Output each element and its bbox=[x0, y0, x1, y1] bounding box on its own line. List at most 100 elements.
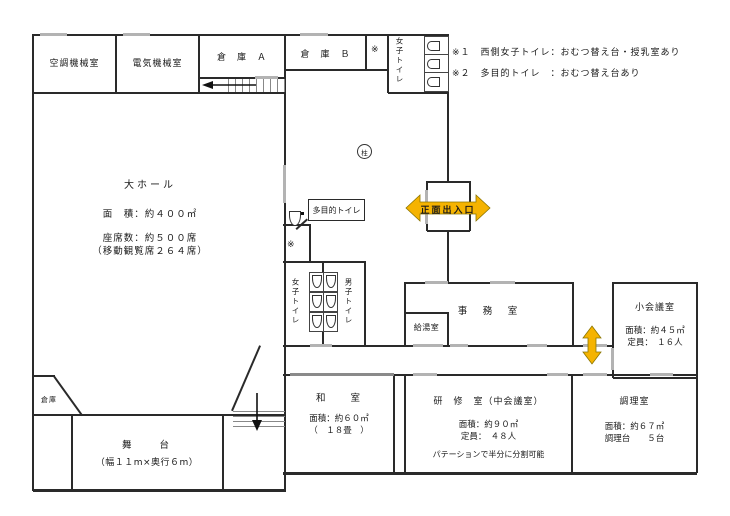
toilet-stall bbox=[424, 36, 449, 56]
wall bbox=[387, 35, 389, 93]
wall bbox=[404, 282, 406, 346]
washitsu-area: 面積：約６０㎡ bbox=[309, 414, 369, 424]
wall bbox=[696, 282, 698, 473]
room-label-small-meeting: 小会議室 bbox=[634, 303, 675, 313]
room-label-washitsu: 和 室 bbox=[315, 393, 362, 404]
room-label-aircon: 空調機械室 bbox=[49, 59, 100, 69]
wall bbox=[612, 282, 614, 378]
hall-area: 面 積：約４００㎡ bbox=[102, 209, 198, 220]
door-opening bbox=[300, 33, 328, 36]
wall bbox=[571, 374, 573, 473]
stairs-direction-arrow bbox=[202, 81, 256, 89]
wall bbox=[447, 92, 449, 182]
wall bbox=[283, 374, 697, 376]
room-label-stage: 舞 台 bbox=[121, 440, 172, 451]
training-note: パテーションで半分に分割可能 bbox=[432, 450, 545, 459]
room-label-mens-toilet: 男子トイレ bbox=[344, 278, 353, 326]
hall-seats-note: （移動観覧席２６４席） bbox=[92, 246, 208, 257]
small-meeting-capacity: 定員： １６人 bbox=[627, 338, 683, 348]
toilet-icon bbox=[312, 315, 322, 328]
toilet-icon bbox=[326, 295, 336, 308]
toilet-icon bbox=[427, 77, 440, 87]
wall bbox=[613, 282, 697, 284]
toilet-icon bbox=[326, 275, 336, 288]
wall bbox=[33, 34, 448, 36]
wall bbox=[71, 414, 73, 490]
toilet-stall bbox=[309, 292, 324, 312]
main-entrance-arrow bbox=[405, 194, 491, 222]
room-label-kitchenette: 給湯室 bbox=[413, 323, 440, 332]
wall bbox=[572, 282, 574, 346]
door-opening bbox=[650, 373, 673, 376]
wall bbox=[364, 261, 366, 346]
door-opening bbox=[413, 373, 437, 376]
asterisk-mark: ※ bbox=[371, 45, 380, 55]
door-opening bbox=[123, 33, 150, 36]
toilet-stall bbox=[424, 72, 449, 92]
wall bbox=[33, 375, 55, 377]
door-opening bbox=[490, 281, 515, 284]
asterisk-mark: ※ bbox=[287, 240, 296, 250]
room-label-womens-toilet: 女子トイレ bbox=[291, 278, 300, 326]
door-opening bbox=[255, 76, 278, 79]
room-label-storage-b: 倉 庫 Ｂ bbox=[300, 50, 351, 60]
wall bbox=[115, 35, 117, 93]
room-label-storage-a: 倉 庫 Ａ bbox=[216, 53, 267, 63]
room-label-multipurpose-toilet: 多目的トイレ bbox=[312, 205, 361, 215]
wall bbox=[393, 374, 395, 473]
training-capacity: 定員： ４８人 bbox=[460, 432, 517, 442]
door-opening bbox=[583, 373, 607, 376]
cooking-area: 面積：約６７㎡ bbox=[604, 422, 665, 432]
door-opening bbox=[527, 344, 547, 347]
sliding-door-band bbox=[290, 372, 394, 376]
wall bbox=[309, 224, 311, 262]
wall bbox=[405, 312, 448, 314]
toilet-stall bbox=[309, 312, 324, 332]
wall bbox=[33, 92, 285, 94]
wall bbox=[32, 34, 34, 491]
toilet-icon bbox=[427, 59, 440, 69]
side-entrance-arrow bbox=[582, 325, 602, 365]
room-label-cooking: 調理室 bbox=[619, 397, 650, 407]
door-opening bbox=[40, 33, 67, 36]
wall bbox=[427, 181, 470, 183]
room-label-womens-toilet-west: 女子トイレ bbox=[395, 37, 404, 85]
pillar-symbol: 柱 bbox=[357, 144, 372, 159]
wall bbox=[283, 261, 365, 263]
room-label-electrical: 電気機械室 bbox=[132, 59, 183, 69]
wall bbox=[33, 489, 286, 492]
wall bbox=[33, 414, 285, 416]
toilet-icon bbox=[427, 41, 440, 51]
wall bbox=[427, 230, 470, 232]
door-opening bbox=[425, 281, 448, 284]
toilet-icon bbox=[312, 275, 322, 288]
door-opening bbox=[450, 344, 468, 347]
toilet-stall bbox=[323, 292, 338, 312]
note-2: ※２ 多目的トイレ ：おむつ替え台あり bbox=[452, 69, 641, 79]
toilet-stall bbox=[309, 272, 324, 292]
toilet-stall bbox=[424, 54, 449, 74]
multipurpose-toilet-callout: 多目的トイレ bbox=[308, 199, 365, 221]
wall-diagonal bbox=[53, 376, 84, 416]
hall-seats: 座席数：約５００席 bbox=[102, 233, 198, 244]
stage-size: （幅１１m×奥行６m） bbox=[95, 458, 199, 468]
door-opening bbox=[611, 348, 614, 370]
room-label-office: 事 務 室 bbox=[457, 306, 521, 317]
cooking-counters: 調理台 ５台 bbox=[604, 434, 665, 444]
note-1: ※１ 西側女子トイレ：おむつ替え台・授乳室あり bbox=[452, 48, 681, 58]
stairs-down-arrow bbox=[252, 393, 262, 431]
toilet-icon bbox=[289, 211, 301, 226]
washitsu-tatami: （ １８畳 ） bbox=[309, 426, 369, 436]
toilet-stall bbox=[323, 312, 338, 332]
toilet-icon bbox=[326, 315, 336, 328]
main-entrance-label: 正面出入口 bbox=[420, 206, 476, 216]
door-swing-mark bbox=[301, 212, 304, 215]
small-meeting-area: 面積：約４５㎡ bbox=[625, 326, 685, 336]
wall bbox=[404, 374, 406, 473]
door-opening bbox=[310, 344, 332, 347]
wall bbox=[283, 472, 697, 475]
wall bbox=[284, 34, 286, 490]
room-label-stage-storage: 倉庫 bbox=[41, 396, 57, 404]
staircase bbox=[228, 79, 285, 92]
